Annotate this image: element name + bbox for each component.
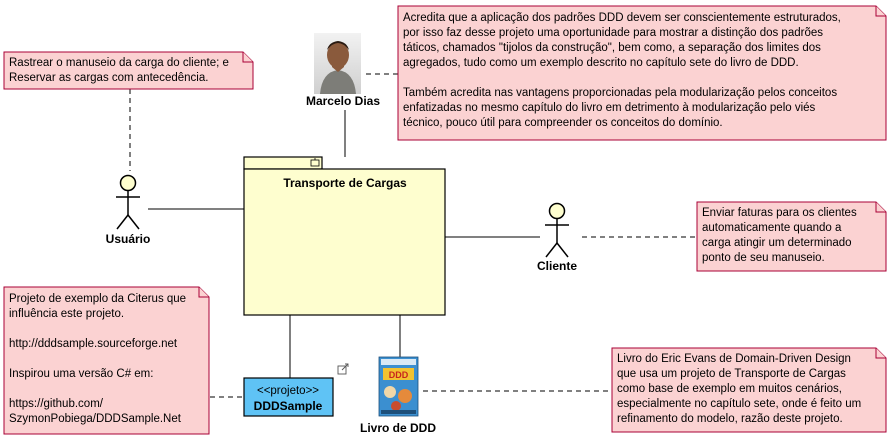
- project-label: DDDSample: [254, 399, 323, 413]
- cliente-note: Enviar faturas para os clientes automati…: [696, 201, 887, 272]
- citerus-note: Projeto de exemplo da Citerus que influê…: [3, 286, 210, 435]
- cliente-note-line: carga atingir um determinado: [702, 237, 852, 249]
- book-cover-icon: DDD: [378, 356, 419, 417]
- evans-note: Livro do Eric Evans de Domain-Driven Des…: [611, 347, 887, 433]
- project-dddsample[interactable]: <<projeto>> DDDSample: [243, 363, 349, 417]
- citerus-note-line: Projeto de exemplo da Citerus que: [9, 293, 186, 305]
- book-cover-text: DDD: [389, 370, 409, 380]
- marcelo-note-line: táticos, chamados "tijolos da construção…: [403, 42, 821, 54]
- cliente-note-line: automaticamente quando a: [702, 222, 842, 234]
- book-livro-de-ddd[interactable]: DDD Livro de DDD: [360, 356, 436, 435]
- evans-note-line: como base de exemplo em muitos cenários,: [617, 383, 842, 395]
- citerus-note-line: http://dddsample.sourceforge.net: [9, 338, 178, 350]
- actor-label: Cliente: [537, 259, 577, 273]
- cliente-note-line: ponto de seu manuseio.: [702, 252, 825, 264]
- marcelo-note-line: agregados, tudo como um exemplo descrito…: [403, 57, 799, 69]
- package-icon: [310, 158, 320, 167]
- citerus-note-line: Inspirou uma versão C# em:: [9, 368, 153, 380]
- evans-note-line: refinamento do modelo, razão deste proje…: [617, 413, 843, 425]
- package-transporte-de-cargas[interactable]: Transporte de Cargas: [243, 156, 446, 316]
- citerus-note-line: influência este projeto.: [9, 308, 124, 320]
- citerus-note-line: SzymonPobiega/DDDSample.Net: [9, 413, 182, 425]
- evans-note-line: que usa um projeto de Transporte de Carg…: [617, 368, 846, 380]
- marcelo-note-line: Acredita que a aplicação dos padrões DDD…: [403, 12, 841, 24]
- project-stereotype: <<projeto>>: [257, 385, 319, 397]
- actor-cliente[interactable]: Cliente: [537, 202, 577, 274]
- person-photo: [314, 33, 361, 94]
- external-link-icon[interactable]: [337, 363, 349, 375]
- citerus-note-line: https://github.com/: [9, 398, 104, 410]
- evans-note-line: Livro do Eric Evans de Domain-Driven Des…: [617, 353, 851, 365]
- marcelo-note-line: enfatizadas no mesmo capítulo do livro e…: [403, 102, 816, 114]
- actor-usuario[interactable]: Usuário: [106, 174, 151, 247]
- marcelo-note-line: Também acredita nas vantagens proporcion…: [403, 87, 837, 99]
- marcelo-note-line: por isso faz desse projeto uma oportunid…: [403, 27, 823, 39]
- usuario-note-line: Rastrear o manuseio da carga do cliente;…: [9, 57, 229, 69]
- actor-label: Usuário: [106, 232, 151, 246]
- book-label: Livro de DDD: [360, 421, 436, 435]
- usuario-note: Rastrear o manuseio da carga do cliente;…: [3, 51, 254, 90]
- cliente-note-line: Enviar faturas para os clientes: [702, 207, 857, 219]
- evans-note-line: especialmente no capítulo sete, onde é f…: [617, 398, 861, 410]
- marcelo-note-line: técnico, pouco útil para compreender os …: [403, 117, 723, 129]
- marcelo-note: Acredita que a aplicação dos padrões DDD…: [397, 5, 887, 141]
- package-title: Transporte de Cargas: [283, 176, 407, 190]
- usuario-note-line: Reservar as cargas com antecedência.: [9, 72, 208, 84]
- actor-label: Marcelo Dias: [306, 94, 380, 108]
- actor-marcelo-dias[interactable]: Marcelo Dias: [306, 33, 380, 108]
